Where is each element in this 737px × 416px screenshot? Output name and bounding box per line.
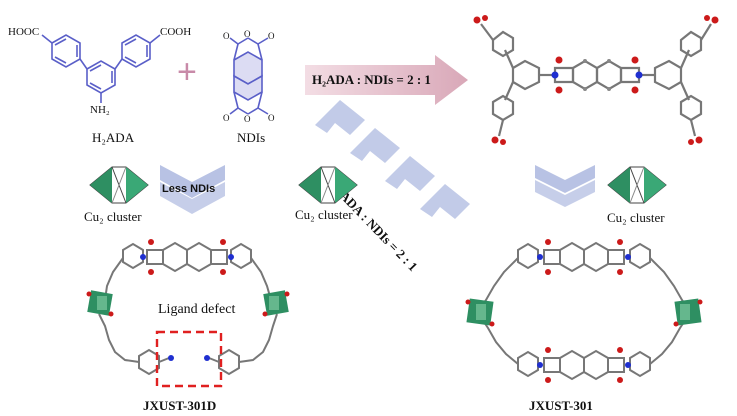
ligand-defect-label: Ligand defect [158, 302, 236, 317]
cu2-cluster-label-left: Cu₂ cluster [84, 209, 142, 224]
diagonal-chevron-arrow [315, 100, 470, 219]
svg-text:O: O [244, 29, 251, 39]
svg-text:O: O [223, 31, 230, 41]
cu2-cluster-label-middle: Cu₂ cluster [295, 207, 353, 222]
cu2-cluster-icon-middle [298, 166, 358, 204]
jxust-301-structure [465, 239, 703, 383]
left-chevron-arrow [160, 165, 225, 214]
linker-model [473, 15, 719, 145]
right-chevron-arrow [535, 165, 595, 207]
cu2-cluster-label-right: Cu₂ cluster [607, 210, 665, 225]
cu2-cluster-icon-right [607, 166, 667, 204]
jxust-301-label: JXUST-301 [529, 398, 593, 413]
jxust-301d-label: JXUST-301D [143, 398, 217, 413]
cooh-right-label: COOH [160, 26, 192, 38]
svg-text:O: O [268, 31, 275, 41]
nh2-label: NH₂ [90, 104, 110, 116]
cooh-left-label: HOOC [8, 26, 40, 38]
h2ada-label: H₂ADA [92, 130, 135, 145]
cu2-cluster-icon-left [89, 166, 149, 204]
ndis-label: NDIs [237, 130, 266, 145]
ndis-structure: O O O O O O [223, 29, 275, 123]
jxust-301d-structure [86, 239, 290, 388]
h2ada-structure [41, 34, 161, 103]
plus-sign: + [177, 53, 197, 91]
svg-text:O: O [223, 113, 230, 123]
less-ndis-label: Less NDIs [162, 183, 216, 195]
main-reaction-arrow [305, 55, 468, 105]
svg-text:O: O [244, 114, 251, 123]
main-ratio-label: H₂ADA : NDIs = 2 : 1 [312, 72, 431, 87]
svg-text:O: O [268, 113, 275, 123]
